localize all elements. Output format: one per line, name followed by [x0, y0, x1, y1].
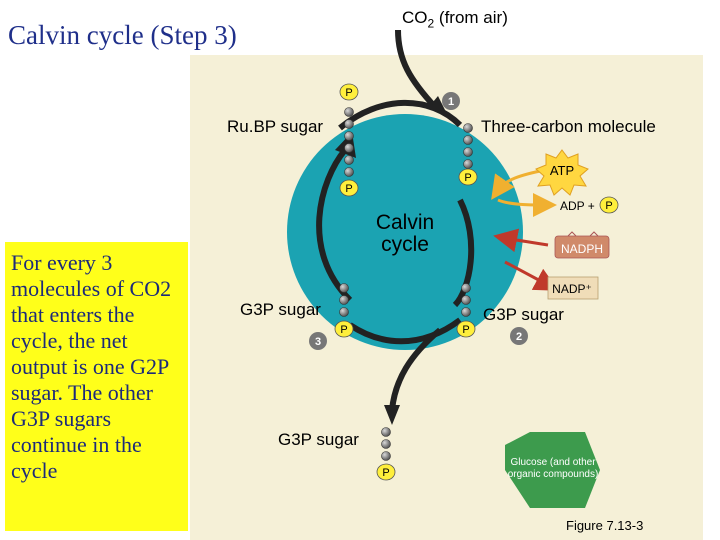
- step-2-label: 2: [516, 331, 522, 343]
- glucose-hexagon: [505, 432, 600, 508]
- phosphate-label: P: [462, 324, 469, 336]
- adp-label: ADP +: [560, 199, 595, 213]
- summary-note: For every 3 molecules of CO2 that enters…: [5, 242, 188, 531]
- glucose-label: Glucose (and other organic compounds): [507, 457, 599, 480]
- co2-label: CO2 (from air): [402, 8, 508, 31]
- phosphate-label: P: [345, 183, 352, 195]
- phosphate-label: P: [340, 324, 347, 336]
- cycle-arrow-bottom: [348, 317, 462, 345]
- rubp-label: Ru.BP sugar: [227, 117, 324, 136]
- slide-title: Calvin cycle (Step 3): [8, 20, 237, 50]
- g3p-right-label: G3P sugar: [483, 305, 564, 324]
- rubp-chain: [344, 107, 354, 177]
- step-3-label: 3: [315, 336, 321, 348]
- figure-caption: Figure 7.13-3: [566, 518, 644, 533]
- nadph-arrow: [493, 228, 549, 253]
- g3p-bottom-label: G3P sugar: [278, 430, 359, 449]
- g3p-left-label: G3P sugar: [240, 300, 321, 319]
- step-1-label: 1: [448, 96, 454, 108]
- cycle-arrow-left: [316, 148, 353, 303]
- adp-arrow: [497, 192, 557, 217]
- g3p-bottom-chain: [381, 427, 391, 461]
- g3p-left-chain: [339, 283, 349, 317]
- three-carbon-label: Three-carbon molecule: [481, 117, 656, 136]
- nadph-box: [554, 235, 610, 259]
- nadp-label: NADP⁺: [552, 282, 592, 296]
- step-badges: [309, 92, 528, 350]
- co2-entry-arrow: [395, 29, 439, 111]
- phosphate-group: [334, 83, 619, 481]
- phosphate-label: P: [345, 87, 352, 99]
- nadp-arrow: [504, 260, 559, 291]
- atp-label: ATP: [550, 163, 574, 178]
- nadph-label: NADPH: [561, 242, 603, 256]
- phosphate-label: P: [605, 200, 612, 212]
- phosphate-label: P: [464, 172, 471, 184]
- cycle-arrow-right: [452, 198, 475, 308]
- g3p-right-chain: [461, 283, 471, 317]
- cycle-arrow-top: [338, 99, 463, 131]
- nadp-box: [547, 276, 599, 300]
- phosphate-label: P: [382, 467, 389, 479]
- atp-burst: [535, 149, 589, 196]
- three-carbon-chain: [463, 123, 473, 169]
